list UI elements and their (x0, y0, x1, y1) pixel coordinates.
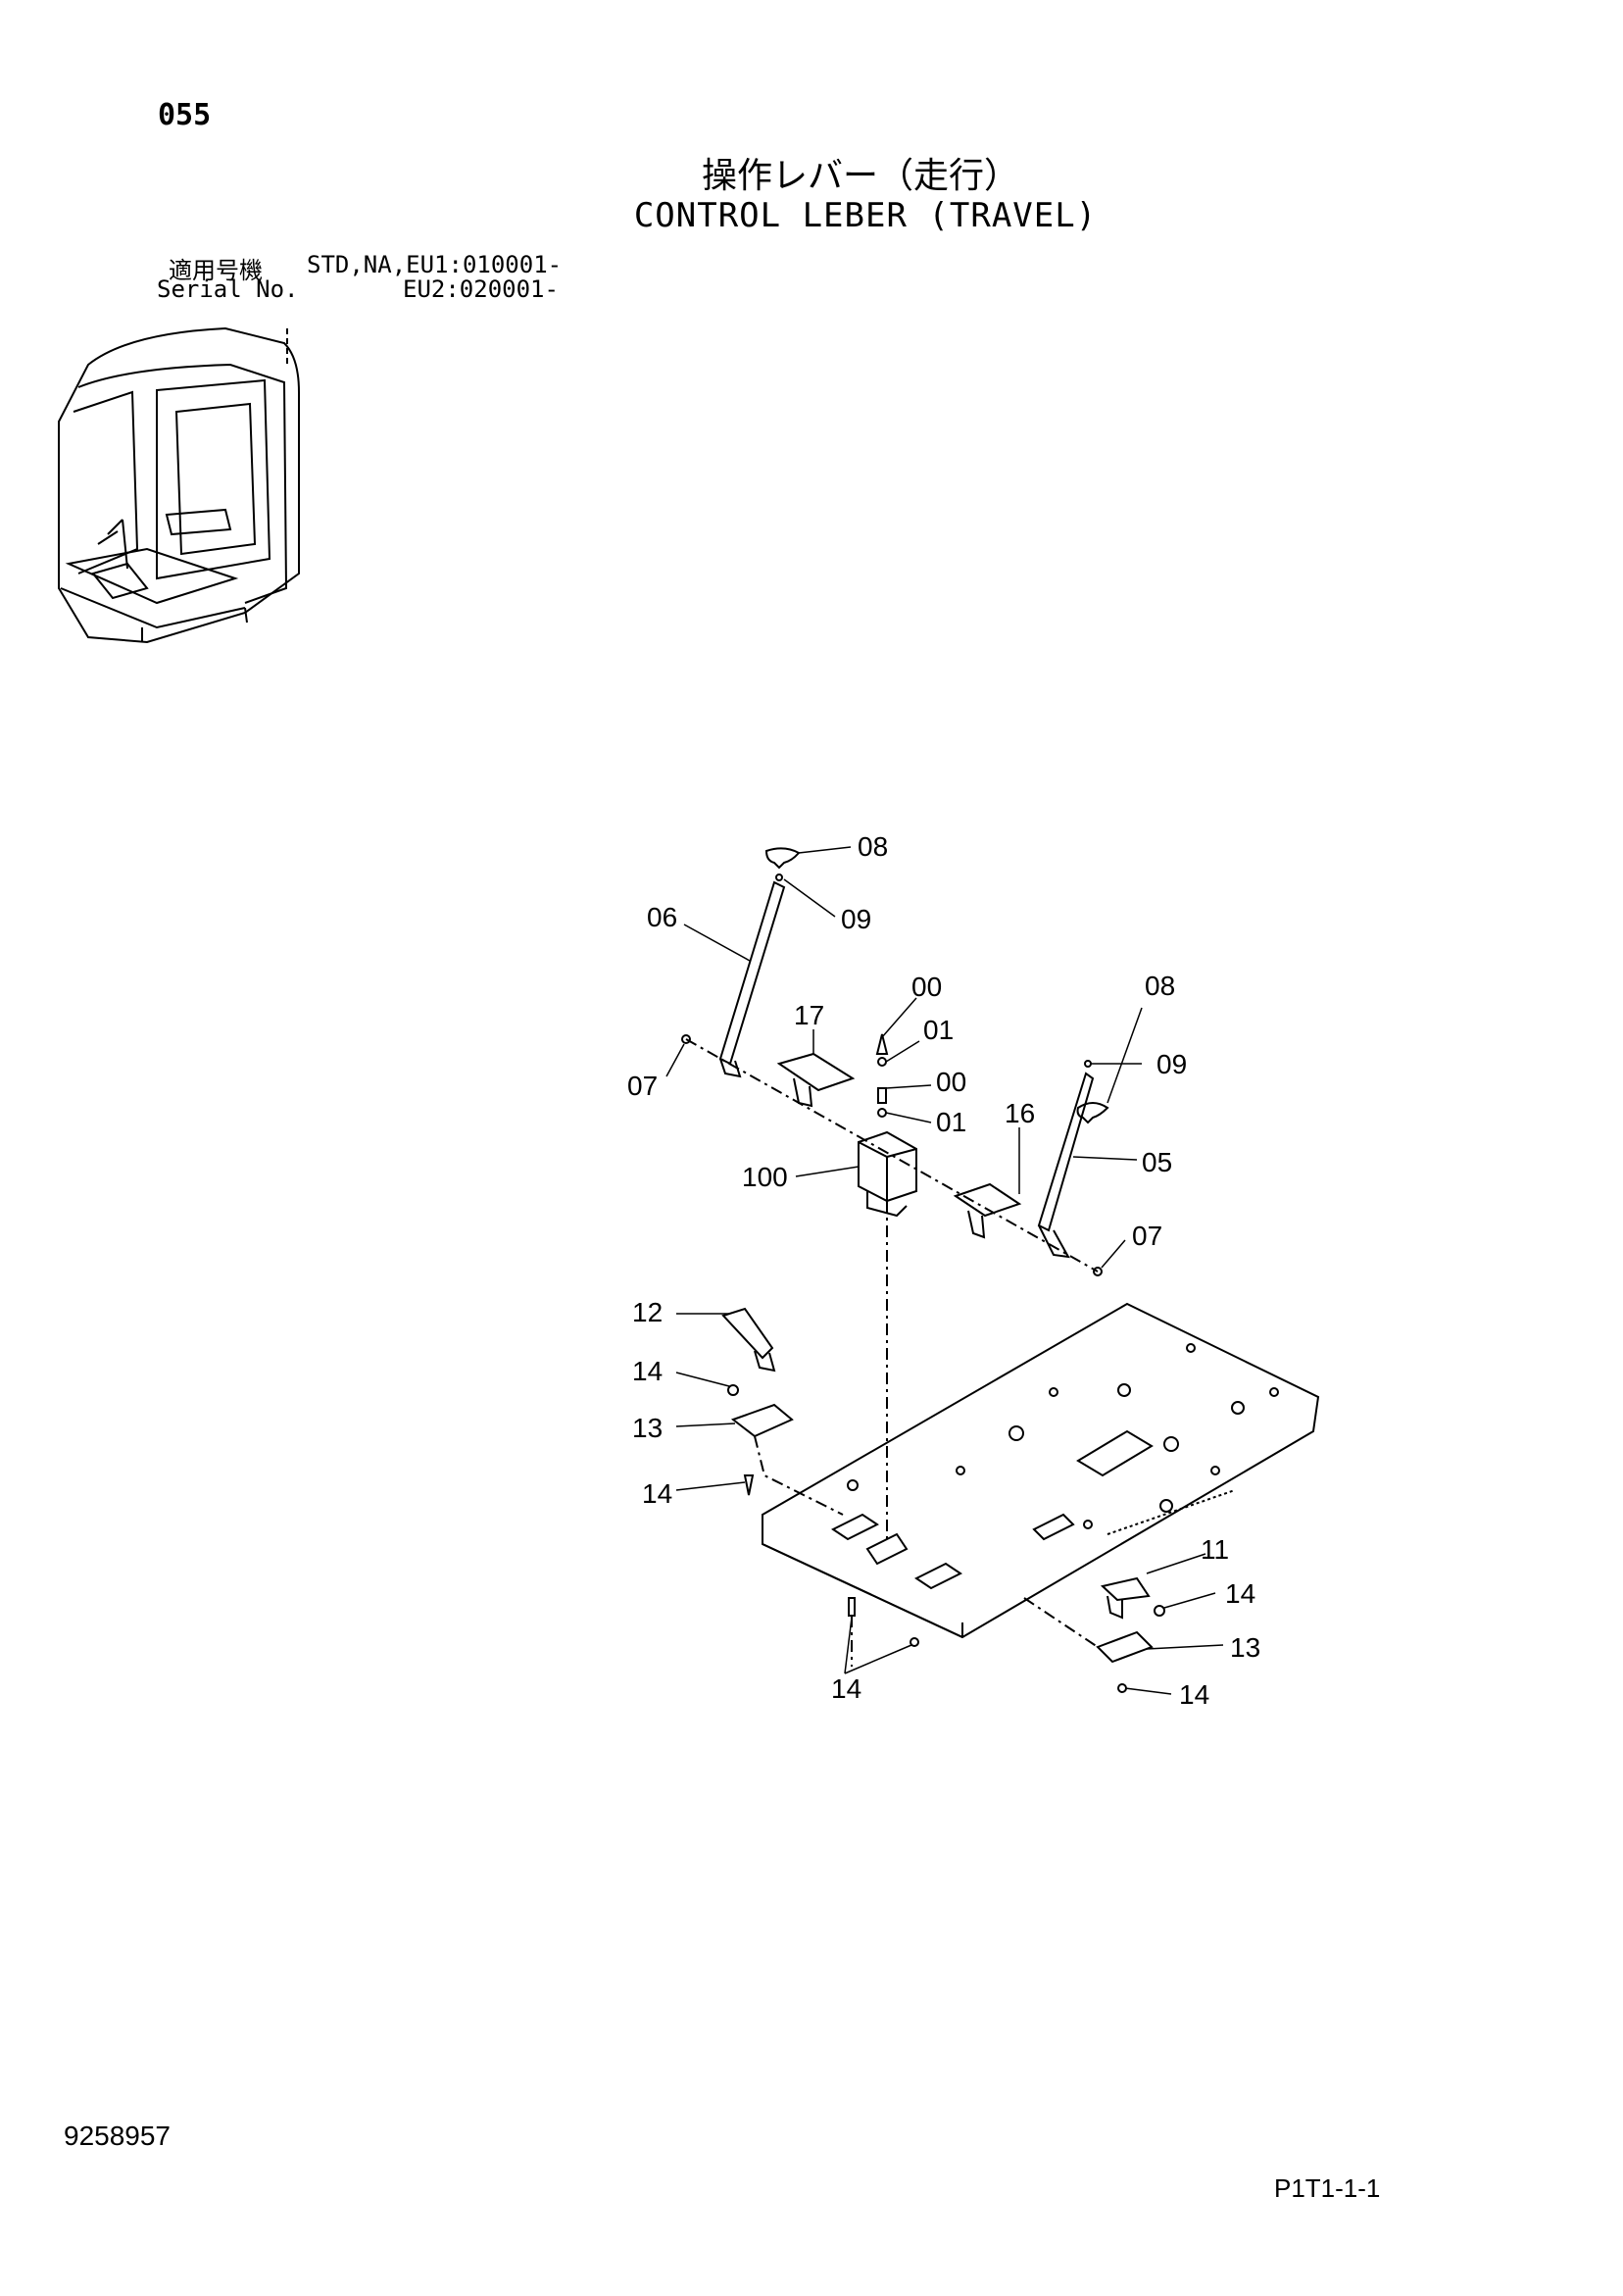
serial-label-english: Serial No. (157, 275, 299, 303)
leader-lines (665, 846, 1224, 1695)
serial-label-japanese: 適用号機 (169, 257, 263, 284)
callout-01-top: 01 (923, 1015, 954, 1045)
cab-thumbnail (58, 326, 300, 644)
floor-plate (762, 1302, 1320, 1639)
callout-09-right: 09 (1156, 1049, 1187, 1079)
callout-00-top: 00 (911, 972, 942, 1002)
callout-14-e: 14 (1179, 1679, 1209, 1710)
callout-14-c: 14 (1225, 1578, 1255, 1609)
document-number: 9258957 (64, 2121, 172, 2151)
title-japanese: 操作レバー（走行） (701, 156, 1019, 196)
callout-17: 17 (794, 1000, 824, 1030)
title-english: CONTROL LEBER (TRAVEL) (633, 196, 1098, 235)
callout-06: 06 (647, 902, 677, 932)
callout-100: 100 (742, 1162, 788, 1192)
callout-08-left: 08 (858, 831, 888, 862)
callout-13-left: 13 (632, 1413, 663, 1443)
serial-range-2: EU2:020001- (403, 275, 559, 303)
callout-09-left: 09 (841, 904, 871, 934)
callout-14-a: 14 (632, 1356, 663, 1386)
callout-05: 05 (1142, 1147, 1172, 1177)
callout-14-d: 14 (831, 1673, 861, 1704)
callout-08-right: 08 (1145, 971, 1175, 1001)
lever-assemblies (681, 847, 1165, 1693)
callout-13-right: 13 (1230, 1632, 1260, 1663)
callout-16: 16 (1005, 1098, 1035, 1128)
callout-07-left: 07 (627, 1071, 658, 1101)
callout-07-right: 07 (1132, 1221, 1162, 1251)
serial-range-1: STD,NA,EU1:010001- (307, 251, 563, 278)
callout-01-mid: 01 (936, 1107, 966, 1137)
callout-14-b: 14 (642, 1478, 672, 1509)
page-number: 055 (158, 98, 212, 132)
callout-12: 12 (632, 1297, 663, 1327)
callout-11: 11 (1201, 1534, 1229, 1565)
page-reference: P1T1-1-1 (1274, 2173, 1381, 2203)
callout-labels: 08 09 06 00 17 01 07 00 01 08 09 16 100 … (627, 831, 1260, 1710)
callout-00-mid: 00 (936, 1067, 966, 1097)
